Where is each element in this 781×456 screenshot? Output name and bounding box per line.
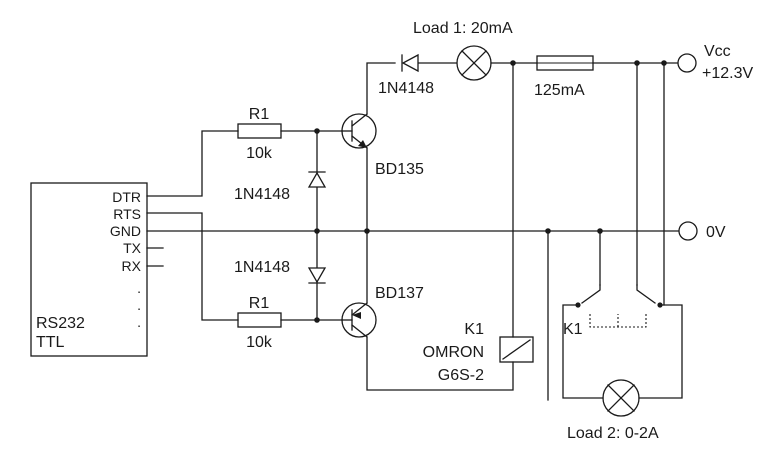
lamp-label: Load 2: 0-2A [567,425,659,442]
transistor-label: BD135 [375,161,424,178]
junction-dot [597,228,603,234]
relay-maker: OMRON [423,344,484,361]
terminal-name: Vcc [704,43,731,60]
wire-q-bot-collector [366,336,514,391]
transistor-bd137: BD137 [341,285,424,338]
relay-contact-arm-right [636,284,656,304]
wire-q-top-collector [366,62,396,115]
lamp-load-1: Load 1: 20mA [413,20,513,81]
diode-mid-1: 1N4148 [234,171,327,203]
terminal-circle [677,53,697,73]
junction-dot [314,128,320,134]
junctions [314,60,667,323]
pin-label-gnd: GND [110,223,141,239]
wires [146,62,683,401]
connector-title-line1: RS232 [36,315,85,332]
lamp-load-2: Load 2: 0-2A [567,379,659,442]
relay-contact-pivot [575,302,581,308]
relay-contact-arm-left [581,284,601,304]
resistor-label: R1 [249,106,270,123]
fuse: 125mA [534,55,594,99]
relay-coil: K1 OMRON G6S-2 [423,321,534,384]
transistor-emitter-arrow [352,312,361,319]
transistor-emitter-lead [351,324,368,338]
pin-label-rts: RTS [113,206,141,222]
diode-label: 1N4148 [234,186,290,203]
terminal-value: +12.3V [702,65,753,82]
transistor-collector-lead [351,113,368,127]
pin-label-more-3: . [137,314,141,330]
resistor-body [237,123,282,139]
resistor-body [237,312,282,328]
wire-load2-left [562,304,604,399]
transistor-collector-lead [351,302,368,316]
lamp-cross [461,50,487,76]
relay-contact-pivot [657,302,663,308]
terminal-circle [678,221,698,241]
junction-dot [634,60,640,66]
relay-name: K1 [464,321,484,338]
relay-part: G6S-2 [438,367,484,384]
lamp-body [456,45,492,81]
pin-label-dtr: DTR [112,189,141,205]
connector-title-line2: TTL [36,334,65,351]
diode-mid-2: 1N4148 [234,259,327,284]
resistor-value: 10k [246,334,273,351]
resistor-r1-top: R1 10k [237,106,282,162]
junction-dot [661,60,667,66]
relay-contacts-label: K1 [563,321,583,338]
relay-contacts: K1 [563,284,663,338]
wire-rts [146,212,239,321]
pin-label-rx: RX [122,258,142,274]
lamp-body [602,379,640,417]
terminal-name: 0V [706,224,726,241]
junction-dot [314,228,320,234]
resistor-value: 10k [246,145,273,162]
transistor-emitter-arrow [358,140,367,148]
diode-triangle [401,53,419,73]
resistor-r1-bottom: R1 10k [237,295,282,351]
wire-dtr [146,130,239,197]
junction-dot [545,228,551,234]
rs232-connector: DTR RTS GND TX RX . . . RS232 TTL [30,182,164,357]
relay-coil-body [499,336,534,363]
diode-triangle [307,171,327,188]
junction-dot [314,317,320,323]
connector-box [30,182,148,357]
diode-label: 1N4148 [378,80,434,97]
transistor-label: BD137 [375,285,424,302]
junction-dot [510,60,516,66]
relay-coil-slash [502,339,531,360]
diode-triangle [307,267,327,284]
diode-label: 1N4148 [234,259,290,276]
wire-load2-right [638,304,683,399]
resistor-label: R1 [249,295,270,312]
terminal-vcc: Vcc +12.3V [677,43,753,82]
transistor-bd135: BD135 [341,113,424,178]
junction-dot [364,228,370,234]
pin-label-more-2: . [137,297,141,313]
pin-label-tx: TX [123,240,142,256]
lamp-cross [607,384,635,412]
diode-top: 1N4148 [378,53,434,97]
fuse-label: 125mA [534,82,585,99]
lamp-label: Load 1: 20mA [413,20,513,37]
pin-label-more-1: . [137,280,141,296]
terminal-0v: 0V [678,221,726,241]
